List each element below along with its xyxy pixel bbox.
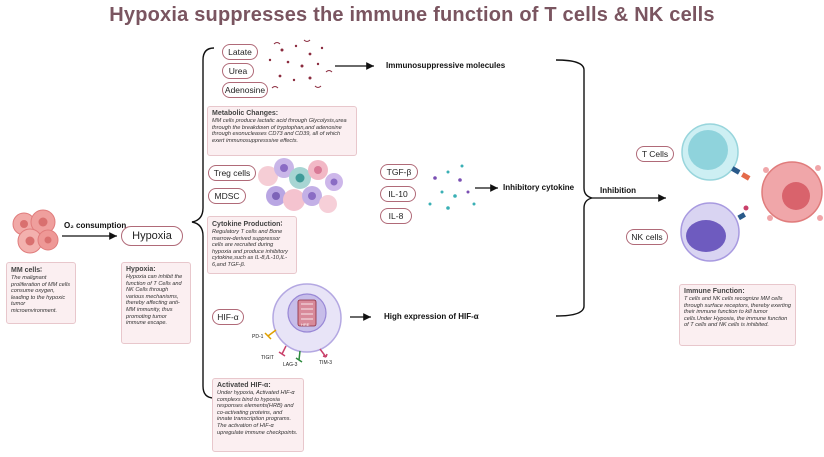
metabolic-note-heading: Metabolic Changes: <box>212 110 279 117</box>
mm-cell-cluster-icon <box>12 209 59 254</box>
nk-cell-icon <box>680 202 749 262</box>
metabolite-particles-icon <box>268 39 333 89</box>
page-title: Hypoxia suppresses the immune function o… <box>109 4 715 26</box>
cytokine-note-body: Regulatory T cells and Bone marrow-deriv… <box>212 229 288 268</box>
t-cells-pill: T Cells <box>636 146 674 162</box>
hif-cell-icon <box>264 283 342 363</box>
hypoxia-note-body: Hypoxia can inhibit the function of T Ce… <box>126 274 183 327</box>
mm-cells-note-body: The malignant proliferation of MM cells … <box>11 275 71 314</box>
hif-expression-label: High expression of HIF-α <box>384 312 479 321</box>
receptor-label-pd1: PD-1 <box>252 334 264 340</box>
o2-consumption-label: O₂ consumption <box>64 221 127 230</box>
cytokine-pill-tgfb: TGF-β <box>380 164 418 180</box>
hre-label: HRE <box>301 322 310 327</box>
cell-pill-treg: Treg cells <box>208 165 256 181</box>
inhibition-label: Inhibition <box>600 186 636 195</box>
cytokine-pill-il8: IL-8 <box>380 208 412 224</box>
hif-note-body: Under hypoxia, Activated HIF-α complexs … <box>217 390 298 436</box>
mm-tumor-cell-icon <box>761 161 823 223</box>
nk-cells-pill: NK cells <box>626 229 668 245</box>
metabolic-note-body: MM cells produce lactatic acid through G… <box>212 118 347 144</box>
metabolic-changes-note: Metabolic Changes: MM cells produce lact… <box>207 106 357 156</box>
receptor-label-tim3: TIM-3 <box>319 360 333 366</box>
immune-note-heading: Immune Function: <box>684 288 745 295</box>
inhibitory-cytokine-label: Inhibitory cytokine <box>503 183 575 192</box>
cytokine-note-heading: Cytokine Production∶ <box>212 221 283 228</box>
hypoxia-note: Hypoxia: Hypoxia can inhibit the functio… <box>121 262 191 344</box>
treg-mdsc-cluster-icon <box>258 158 343 213</box>
immunosuppressive-molecules-label: Immunosuppressive molecules <box>386 61 506 70</box>
molecule-pill-latate: Latate <box>222 44 258 60</box>
mm-cells-note: MM cells∶ The malignant proliferation of… <box>6 262 76 324</box>
cytokine-particles-icon <box>428 164 476 210</box>
cytokine-production-note: Cytokine Production∶ Regulatory T cells … <box>207 216 297 274</box>
receptor-label-lag3: LAG-3 <box>283 362 298 368</box>
activated-hif-note: Activated HIF-α: Under hypoxia, Activate… <box>212 378 304 452</box>
left-bracket <box>191 47 215 399</box>
molecule-pill-adenosine: Adenosine <box>222 82 268 98</box>
hypoxia-note-heading: Hypoxia: <box>126 266 156 273</box>
t-cell-icon <box>681 123 751 181</box>
immune-note-body: T cells and NK cells recognize MM cells … <box>684 296 791 329</box>
hif-pill: HIF-α <box>212 309 244 325</box>
hif-note-heading: Activated HIF-α: <box>217 382 271 389</box>
hypoxia-pill: Hypoxia <box>121 226 183 246</box>
molecule-pill-urea: Urea <box>222 63 254 79</box>
immune-function-note: Immune Function: T cells and NK cells re… <box>679 284 796 346</box>
receptor-label-tigit: TIGIT <box>261 355 274 361</box>
cell-pill-mdsc: MDSC <box>208 188 246 204</box>
mm-cells-note-heading: MM cells∶ <box>11 267 42 274</box>
cytokine-pill-il10: IL-10 <box>380 186 416 202</box>
